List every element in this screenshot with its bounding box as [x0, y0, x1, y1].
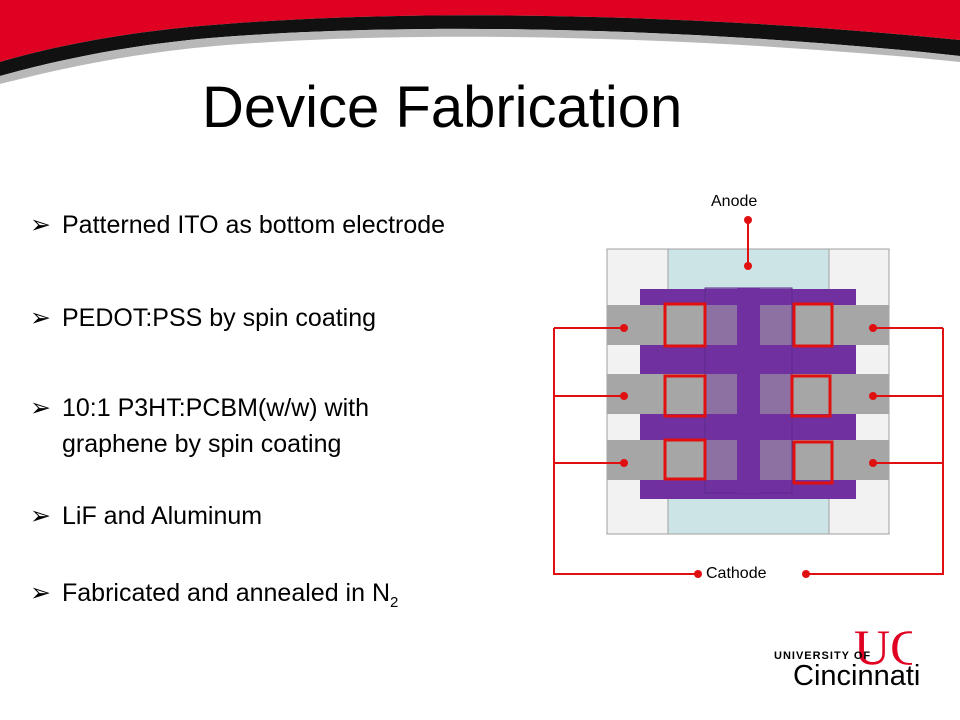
bullet-arrow-icon: ➢ [30, 304, 51, 332]
logo-cincinnati: Cincinnati [793, 660, 921, 692]
contact-dot [620, 459, 628, 467]
bullet-arrow-icon: ➢ [30, 211, 51, 239]
bullet-item: ➢ LiF and Aluminum [30, 498, 262, 534]
banner-black-swoosh [0, 15, 960, 77]
anode-label: Anode [711, 193, 758, 210]
bullet-arrow-icon: ➢ [30, 579, 51, 607]
cathode-wire-left [553, 328, 698, 575]
bullet-subscript: 2 [390, 594, 399, 611]
device-cell-outline [792, 440, 834, 485]
gray-strip [607, 440, 889, 480]
active-layer [640, 289, 856, 499]
contact-dot [869, 459, 877, 467]
device-cell-outline [792, 302, 834, 348]
bullet-continuation: graphene by spin coating [62, 430, 342, 458]
contact-dot [620, 392, 628, 400]
device-cell-outline [790, 374, 832, 418]
banner-gray-swoosh [0, 28, 960, 84]
slide-title: Device Fabrication [202, 75, 683, 140]
cathode-contact-dot [694, 570, 702, 578]
bullet-text: 10:1 P3HT:PCBM(w/w) with [62, 394, 370, 422]
center-electrode [737, 288, 760, 493]
bullet-item: ➢ Patterned ITO as bottom electrode [30, 207, 445, 243]
gray-strip [607, 374, 889, 414]
bullet-text: Patterned ITO as bottom electrode [62, 211, 446, 239]
header-banner [0, 0, 960, 84]
uc-monogram-text: UC [854, 620, 912, 670]
device-cell-outline [663, 374, 707, 418]
substrate [606, 248, 890, 535]
bullet-text: Fabricated and annealed in N [62, 579, 391, 607]
anode-contact-dot [744, 262, 752, 270]
bullet-text: LiF and Aluminum [62, 502, 263, 530]
anode-contact-dot [744, 216, 752, 224]
bullet-item: ➢ PEDOT:PSS by spin coating [30, 300, 376, 336]
contact-dot [620, 324, 628, 332]
device-cell-outline [663, 438, 707, 481]
cathode-contact-dot [802, 570, 810, 578]
ito-strip [667, 248, 830, 535]
cathode-label: Cathode [706, 565, 767, 582]
gray-strip [607, 305, 889, 345]
contact-dot [869, 392, 877, 400]
bullet-item: ➢ Fabricated and annealed in N2 [30, 575, 398, 621]
bullet-arrow-icon: ➢ [30, 502, 51, 530]
bullet-item: ➢ 10:1 P3HT:PCBM(w/w) with graphene by sp… [30, 390, 369, 462]
ito-vertical-overlay [704, 287, 793, 494]
device-cell-outline [663, 302, 707, 348]
bullet-text: PEDOT:PSS by spin coating [62, 304, 377, 332]
uc-monogram-logo: UC [854, 620, 912, 670]
cathode-wire-right [806, 328, 944, 575]
contact-dot [869, 324, 877, 332]
banner-red-band [0, 0, 960, 62]
logo-university-of: UNIVERSITY OF [774, 650, 872, 662]
bullet-arrow-icon: ➢ [30, 394, 51, 422]
